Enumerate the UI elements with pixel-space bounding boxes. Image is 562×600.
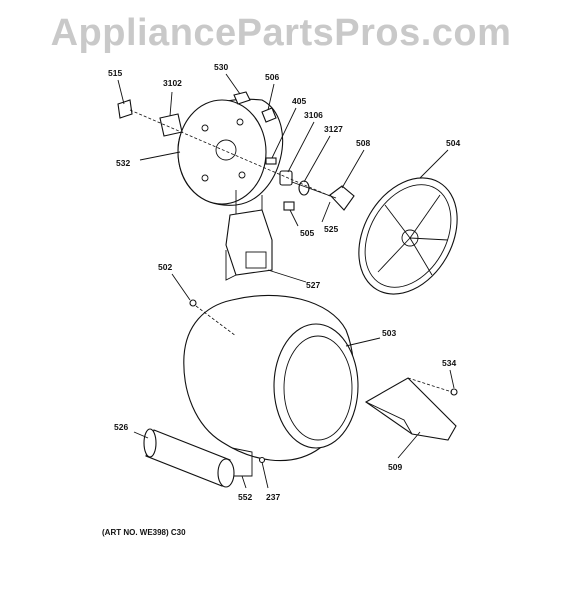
part-506	[261, 107, 277, 123]
baffle-509-part	[364, 377, 457, 441]
callout-505: 505	[300, 228, 314, 238]
callout-509: 509	[388, 462, 402, 472]
callout-504: 504	[446, 138, 460, 148]
leader-lines	[117, 73, 455, 489]
callout-530: 530	[214, 62, 228, 72]
bearing-3106-part	[279, 170, 293, 186]
callout-237: 237	[266, 492, 280, 502]
callout-506: 506	[265, 72, 279, 82]
callout-3106: 3106	[304, 110, 323, 120]
callout-525: 525	[324, 224, 338, 234]
callout-532: 532	[116, 158, 130, 168]
screw-405-part	[265, 157, 277, 165]
screw-502-part	[189, 299, 237, 337]
callout-527: 527	[306, 280, 320, 290]
support-bracket-527-part	[225, 209, 273, 281]
art-number-caption: (ART NO. WE398) C30	[102, 528, 186, 537]
part-530	[233, 91, 251, 105]
callout-3102: 3102	[163, 78, 182, 88]
shaft-508-part	[291, 181, 355, 211]
callout-526: 526	[114, 422, 128, 432]
callout-508: 508	[356, 138, 370, 148]
drum-503-part	[183, 294, 359, 462]
screw-237-part	[258, 456, 266, 464]
clip-505-part	[283, 201, 295, 211]
rear-bulkhead-part	[177, 98, 284, 216]
callout-552: 552	[238, 492, 252, 502]
drum-wheel-504-part	[358, 177, 458, 295]
callout-515: 515	[108, 68, 122, 78]
callout-502: 502	[158, 262, 172, 272]
callout-534: 534	[442, 358, 456, 368]
bracket-3102-part	[159, 113, 183, 137]
callout-3127: 3127	[324, 124, 343, 134]
clip-515-part	[117, 99, 133, 119]
heater-526-part	[143, 428, 253, 488]
screw-534-part	[407, 377, 458, 396]
callout-405: 405	[292, 96, 306, 106]
watermark-logo: AppliancePartsPros.com	[50, 12, 512, 54]
callout-503: 503	[382, 328, 396, 338]
